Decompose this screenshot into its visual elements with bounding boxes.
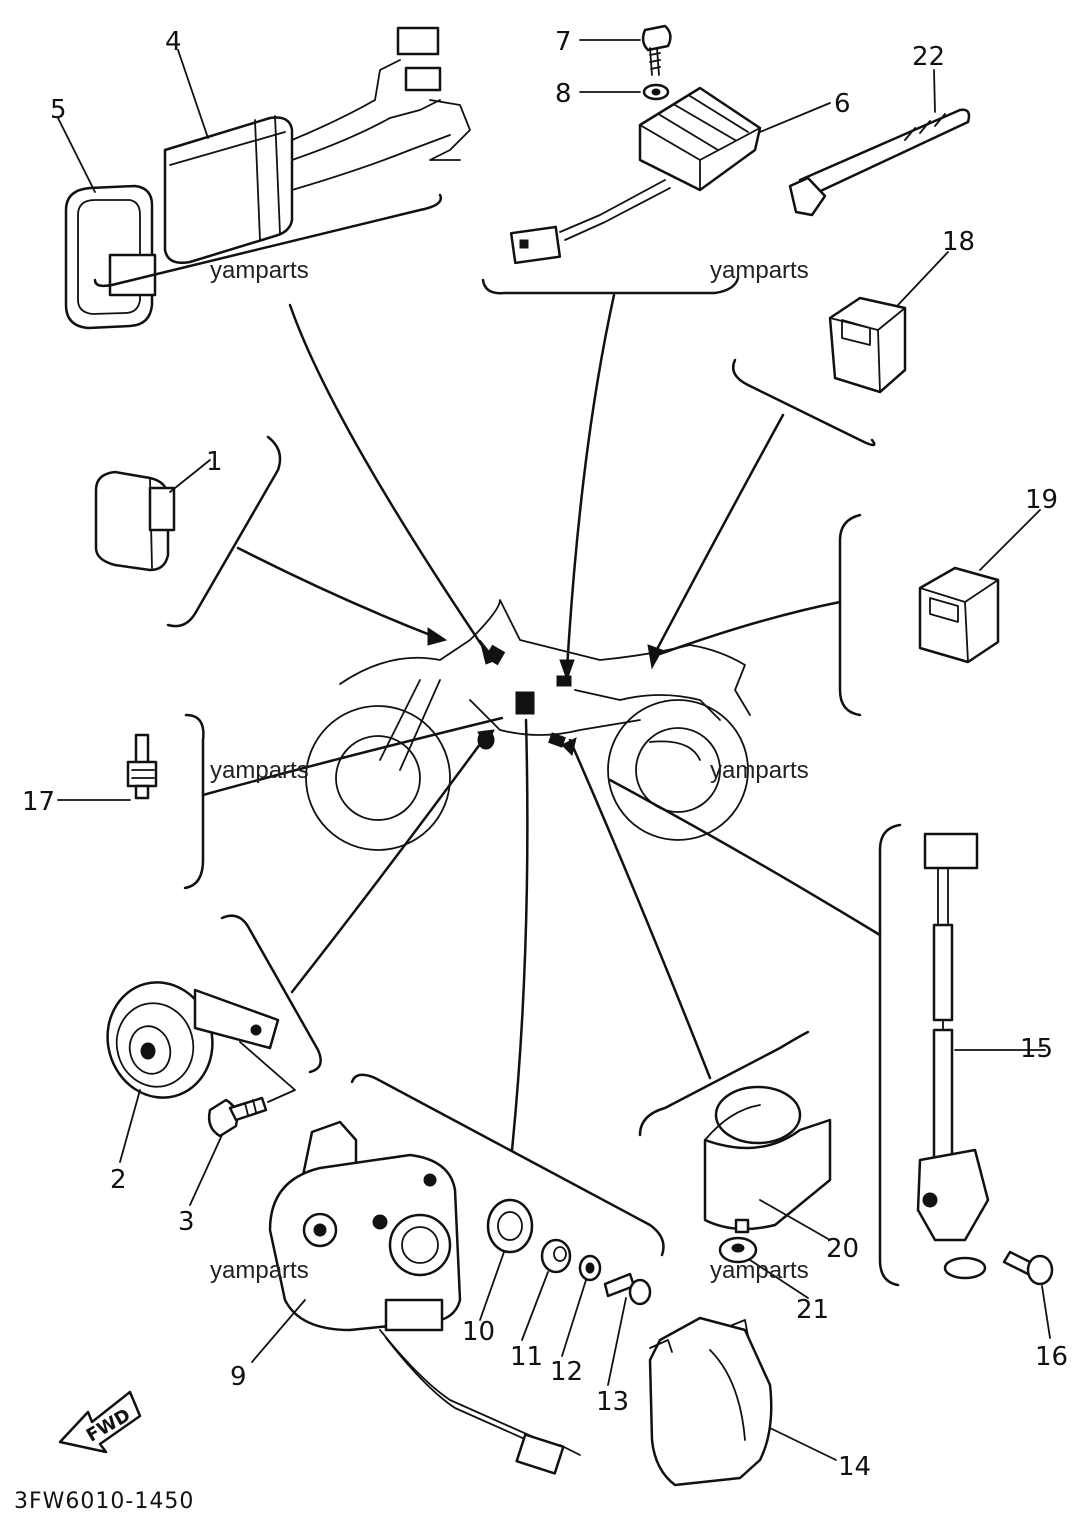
bracket-1	[166, 435, 282, 628]
part-17-spark-plug	[126, 733, 158, 800]
part-18-relay	[828, 296, 907, 394]
callout-19: 19	[1025, 485, 1058, 515]
callout-20: 20	[826, 1234, 859, 1264]
watermark: yamparts	[710, 257, 809, 284]
bracket-19	[838, 513, 862, 717]
callout-13: 13	[596, 1387, 629, 1417]
watermark: yamparts	[210, 1257, 309, 1284]
part-22-cable-tie	[788, 108, 971, 217]
callout-4: 4	[165, 27, 182, 57]
part-4-cdi-unit	[163, 26, 471, 264]
callout-12: 12	[550, 1357, 583, 1387]
part-16-screw	[1002, 1250, 1054, 1286]
callout-9: 9	[230, 1362, 247, 1392]
callout-1: 1	[206, 447, 223, 477]
part-3-bolt	[207, 1096, 268, 1138]
motorcycle-outline	[305, 599, 751, 851]
part-19-relay	[918, 566, 1000, 664]
part-1-flasher	[94, 470, 176, 572]
part-5-cover	[64, 184, 157, 330]
callout-3: 3	[178, 1207, 195, 1237]
callout-leaders	[57, 39, 1051, 1461]
callout-11: 11	[510, 1342, 543, 1372]
bracket-2-3	[220, 914, 322, 1074]
part-12-washer	[578, 1254, 602, 1282]
callout-2: 2	[110, 1165, 127, 1195]
bracket-6	[481, 276, 740, 295]
diagram-code: 3FW6010-1450	[14, 1489, 194, 1514]
part-6-rectifier	[509, 86, 762, 265]
fwd-arrow: FWD	[58, 1390, 142, 1454]
callout-22: 22	[912, 42, 945, 72]
watermark: yamparts	[710, 1257, 809, 1284]
bracket-18	[731, 358, 876, 447]
bracket-17	[183, 713, 205, 890]
callout-21: 21	[796, 1295, 829, 1325]
part-14-cover	[648, 1316, 773, 1487]
callout-labels: 5 4 7 8 6 22 18 1 19 17 2 3 9 10 11 12 1…	[22, 27, 1068, 1482]
callout-16: 16	[1035, 1342, 1068, 1372]
part-20-switch	[703, 1085, 832, 1234]
bracket-20-21	[638, 1030, 810, 1137]
part-9-switch-assembly	[268, 1120, 581, 1475]
leader-lines	[201, 293, 882, 1152]
callout-17: 17	[22, 787, 55, 817]
part-8-washer	[642, 83, 670, 101]
callout-15: 15	[1020, 1034, 1053, 1064]
callout-6: 6	[834, 89, 851, 119]
part-2-horn	[106, 981, 280, 1099]
part-21-washer	[718, 1236, 758, 1264]
watermarks: yamparts yamparts yamparts yamparts yamp…	[210, 257, 809, 1284]
bracket-4-5	[93, 193, 443, 288]
callout-5: 5	[50, 95, 67, 125]
watermark: yamparts	[710, 757, 809, 784]
bracket-9-13	[350, 1073, 665, 1257]
part-11-collar	[540, 1238, 572, 1274]
callout-18: 18	[942, 227, 975, 257]
horn-bolt-leader	[239, 1041, 296, 1103]
callout-14: 14	[838, 1452, 871, 1482]
bracket-15-16	[878, 823, 902, 1287]
part-7-screw	[641, 24, 672, 76]
part-13-screw	[603, 1272, 652, 1306]
watermark: yamparts	[210, 757, 309, 784]
callout-10: 10	[462, 1317, 495, 1347]
part-15-sensor-lead	[916, 832, 990, 1280]
callout-8: 8	[555, 79, 572, 109]
watermark: yamparts	[210, 257, 309, 284]
callout-7: 7	[555, 27, 572, 57]
part-10-grommet	[486, 1198, 534, 1254]
